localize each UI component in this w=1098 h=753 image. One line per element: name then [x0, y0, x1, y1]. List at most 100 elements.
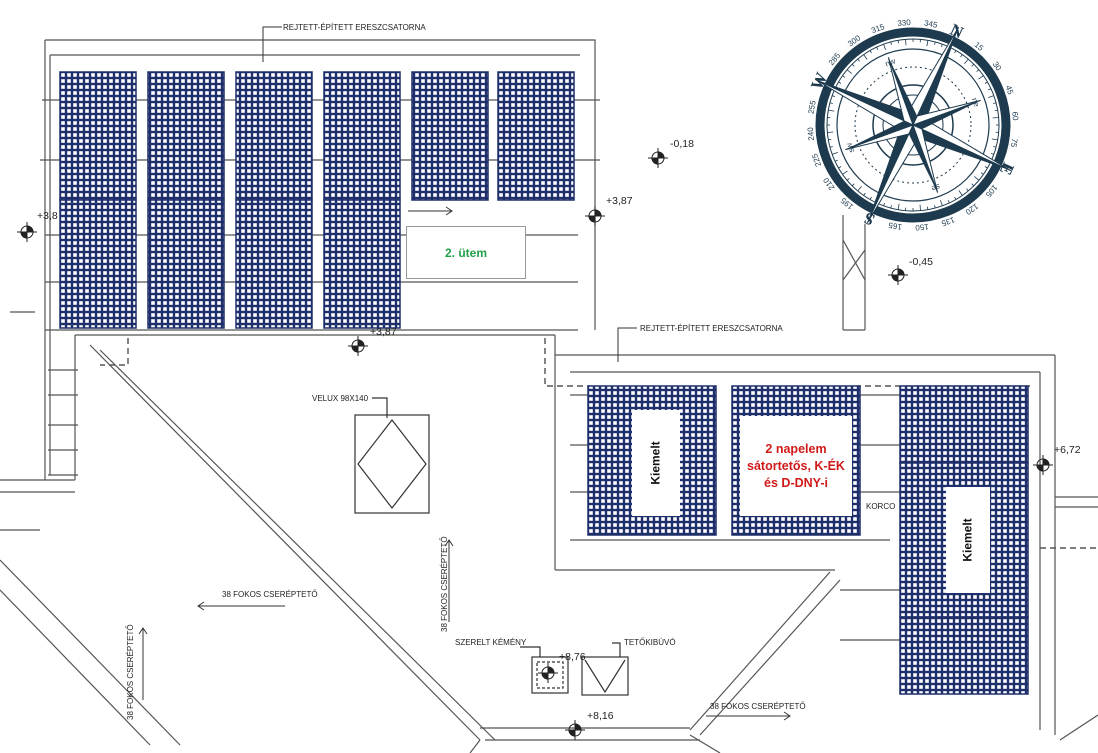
- compass-tick: [842, 75, 846, 78]
- right-wing-outline: [555, 215, 1098, 735]
- roof-hatch-label: TETŐKIBÚVÓ: [624, 638, 676, 647]
- chimney-label: SZERELT KÉMÉNY: [455, 638, 527, 647]
- compass-degree-label: 135: [940, 215, 956, 228]
- compass-tick: [980, 172, 984, 175]
- compass-tick: [990, 153, 994, 155]
- elevation-label: +3,8: [37, 210, 58, 222]
- compass-degree-label: 330: [897, 18, 912, 28]
- elevation-label: -0,45: [909, 256, 933, 268]
- elevation-marker: [348, 336, 368, 356]
- compass-degree-label: 60: [1010, 111, 1020, 121]
- panel: [235, 199, 313, 329]
- compass-tick: [991, 138, 998, 141]
- panel: [147, 199, 225, 329]
- compass-degree-label: 345: [923, 19, 938, 30]
- compass-tick: [927, 206, 929, 210]
- compass-star: [814, 26, 1012, 224]
- elevation-label: +8,76: [559, 651, 586, 663]
- compass-tick: [958, 190, 963, 196]
- compass-tick: [876, 46, 879, 50]
- compass-tick: [842, 170, 848, 175]
- compass-tick: [851, 63, 855, 67]
- compass-tick: [832, 95, 836, 97]
- compass-tick: [863, 192, 866, 196]
- roof-hatch: [581, 642, 629, 696]
- compass-degree-label: 75: [1009, 138, 1020, 149]
- highlighted-text: Kiemelt: [960, 518, 975, 562]
- highlighted-text: Kiemelt: [648, 441, 663, 485]
- panel: [235, 71, 313, 201]
- panel: [59, 71, 137, 201]
- compass-tick: [926, 40, 929, 47]
- elevation-marker: [1033, 455, 1053, 475]
- elevation-marker: [565, 720, 585, 740]
- solar-note: 2 napelem sátortetős, K-ÉK és D-DNY-i: [740, 416, 852, 516]
- korco-label: KORCO: [866, 502, 895, 511]
- compass-tick: [940, 200, 943, 206]
- velux-window: [354, 397, 430, 514]
- compass-degree-label: 225: [810, 152, 823, 168]
- chimney: [520, 646, 569, 694]
- compass-tick: [971, 63, 975, 67]
- tile-roof-label-bottom: 38 FOKOS CSERÉPTETŐ: [710, 702, 806, 711]
- compass-degree-label: 150: [914, 222, 929, 232]
- compass-intercardinals: ne se sw nw: [844, 56, 981, 193]
- tile-roof-label-left: 38 FOKOS CSERÉPTETŐ: [222, 590, 318, 599]
- compass-tick: [988, 88, 992, 91]
- elevation-marker: [888, 265, 908, 285]
- compass-intercardinal-label: ne: [970, 97, 982, 109]
- compass-tick: [834, 159, 838, 162]
- tile-roof-label-far-left: 38 FOKOS CSERÉPTETŐ: [126, 624, 135, 720]
- elevation-marker: [17, 222, 37, 242]
- highlighted-label-2: Kiemelt: [946, 487, 990, 593]
- elevation-label: -0,18: [670, 138, 694, 150]
- panel: [323, 199, 401, 329]
- compass-tick: [971, 183, 975, 187]
- compass-intercardinal-label: se: [930, 182, 942, 194]
- compass-tick: [863, 54, 868, 60]
- compass-tick: [828, 139, 832, 141]
- compass-tick: [988, 95, 994, 98]
- gutter-label-mid: REJTETT-ÉPÍTETT ERESZCSATORNA: [640, 324, 783, 333]
- compass-tick: [960, 54, 963, 58]
- compass-tick: [828, 109, 835, 112]
- compass-degree-label: 165: [887, 220, 902, 231]
- compass-tick: [857, 186, 862, 192]
- gutter-leaders: [262, 26, 637, 362]
- compass-cardinal-label: W: [807, 69, 831, 92]
- compass-tick: [919, 204, 921, 211]
- compass-degree-label: 240: [806, 126, 816, 141]
- elevation-label: +8,16: [587, 710, 614, 722]
- tile-roof-label-center: 38 FOKOS CSERÉPTETŐ: [440, 536, 449, 632]
- compass-tick: [883, 202, 885, 206]
- compass-intercardinal-label: sw: [844, 141, 856, 153]
- compass-tick: [974, 176, 980, 181]
- phase-2-label: 2. ütem: [406, 226, 526, 279]
- compass-tick: [947, 200, 950, 204]
- compass-tick: [992, 117, 999, 119]
- elevation-label: +3,87: [370, 326, 397, 338]
- compass-tick: [851, 183, 855, 187]
- elevation-markers: [17, 148, 1053, 740]
- arrows: [138, 206, 791, 721]
- compass-degree-label: 255: [807, 99, 818, 114]
- panel: [899, 385, 1029, 464]
- compass-tick: [941, 44, 943, 48]
- elevation-marker: [538, 663, 558, 683]
- compass-tick: [883, 44, 886, 50]
- panel: [323, 71, 401, 201]
- compass-tick: [897, 40, 899, 44]
- compass-rose: 1530456075105120135150165195210225240255…: [803, 15, 1023, 235]
- compass-tick: [827, 131, 834, 133]
- compass-intercardinal-label: nw: [884, 56, 897, 68]
- hip-roof-lines: [0, 344, 1098, 753]
- compass-tick: [846, 69, 852, 74]
- compass-tick: [994, 109, 998, 111]
- panel: [147, 71, 225, 201]
- panel: [411, 71, 489, 201]
- highlighted-label-1: Kiemelt: [632, 410, 680, 516]
- elevation-marker: [585, 206, 605, 226]
- compass-tick: [978, 75, 984, 80]
- compass-tick: [964, 58, 969, 64]
- elevation-label: +6,72: [1054, 444, 1081, 456]
